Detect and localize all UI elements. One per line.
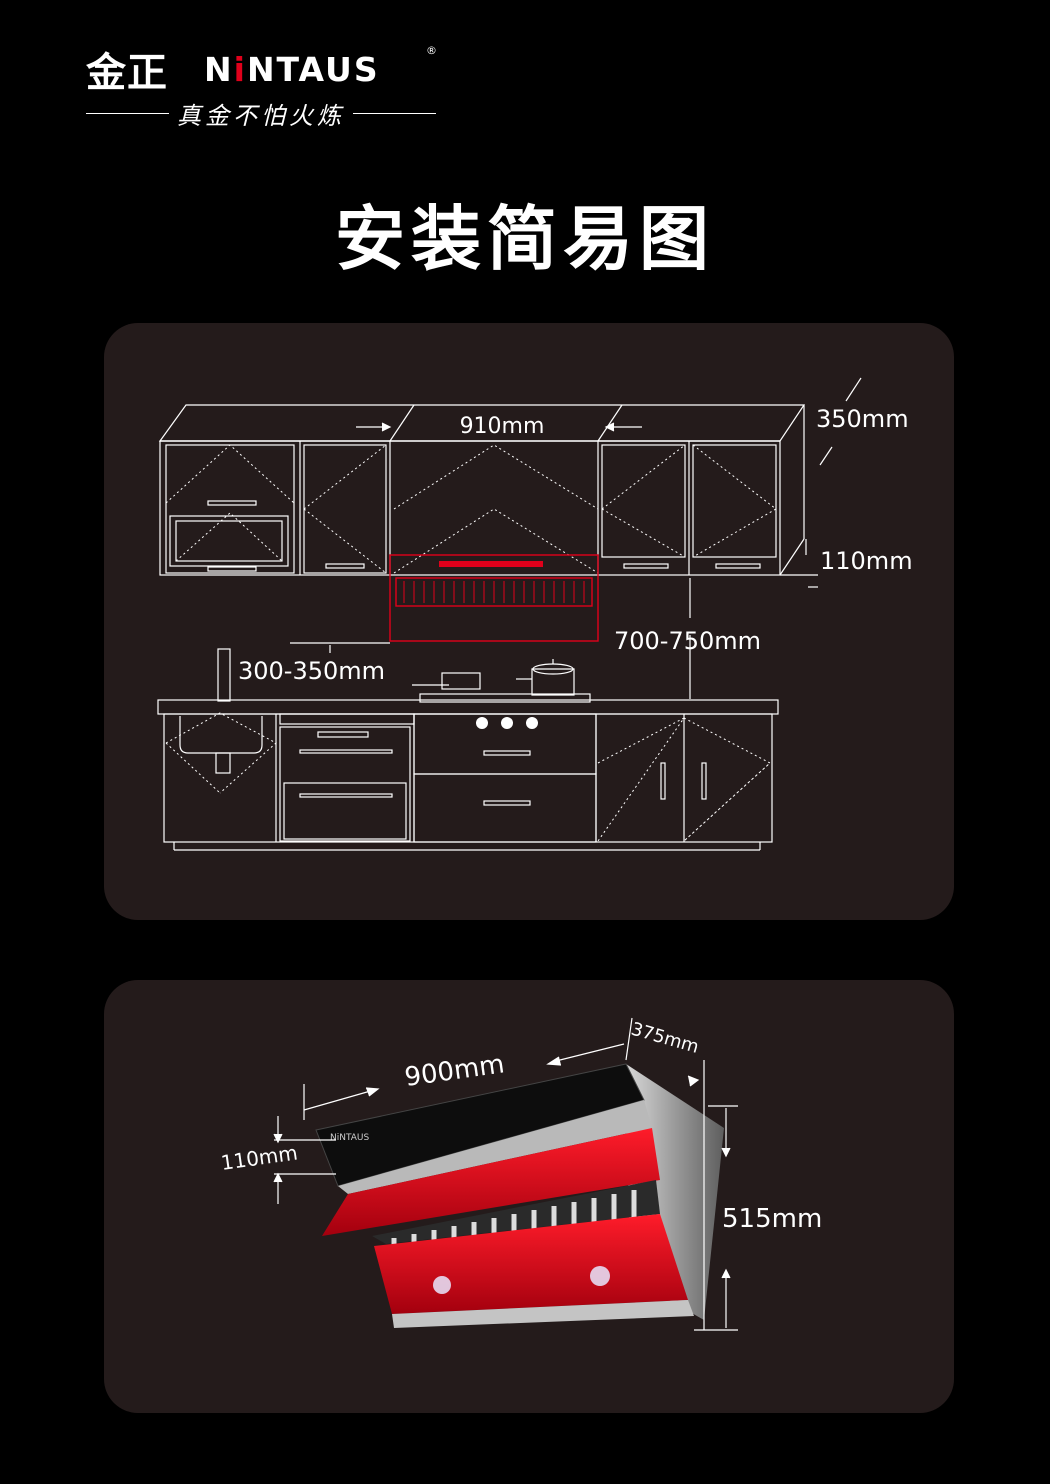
hood-product-image: NiNTAUS 900mm 375mm 110mm 515 (219, 1017, 822, 1331)
brand-slogan: 真金不怕火炼 (86, 96, 436, 131)
registered-mark: ® (426, 44, 437, 57)
cooktop-knobs (476, 717, 538, 729)
brand-logo: 金正 NiNTAUS ® 真金不怕火炼 (86, 38, 446, 131)
brand-name-cn: 金正 (86, 50, 168, 96)
brand-name-en: NiNTAUS (204, 50, 380, 89)
slogan-rule-right (353, 113, 436, 114)
hood-red-light-bar (439, 561, 543, 567)
dim-hood-depth: 375mm (629, 1019, 702, 1058)
kitchen-diagram-panel: 910mm 350mm 110mm 700-750mm 300-350mm (104, 323, 954, 920)
dim-offset: 300-350mm (238, 657, 385, 685)
dim-hood-total-height: 515mm (722, 1204, 822, 1234)
hood-dimensions-panel: NiNTAUS 900mm 375mm 110mm 515 (104, 980, 954, 1413)
slogan-rule-left (86, 113, 169, 114)
dim-cabinet-width: 910mm (460, 414, 545, 439)
kitchen-line-drawing: 910mm 350mm 110mm 700-750mm 300-350mm (157, 377, 913, 851)
dim-install-height: 700-750mm (614, 627, 761, 655)
dim-cabinet-depth: 350mm (816, 405, 909, 433)
dim-hood-width: 900mm (403, 1049, 506, 1093)
slogan-text: 真金不怕火炼 (177, 102, 345, 130)
page-title: 安装简易图 (335, 198, 715, 280)
dim-hood-front-height: 110mm (219, 1140, 299, 1175)
hood-vent-slats (403, 581, 585, 603)
dim-hood-height: 110mm (820, 547, 913, 575)
hood-panel-logo: NiNTAUS (330, 1133, 370, 1143)
